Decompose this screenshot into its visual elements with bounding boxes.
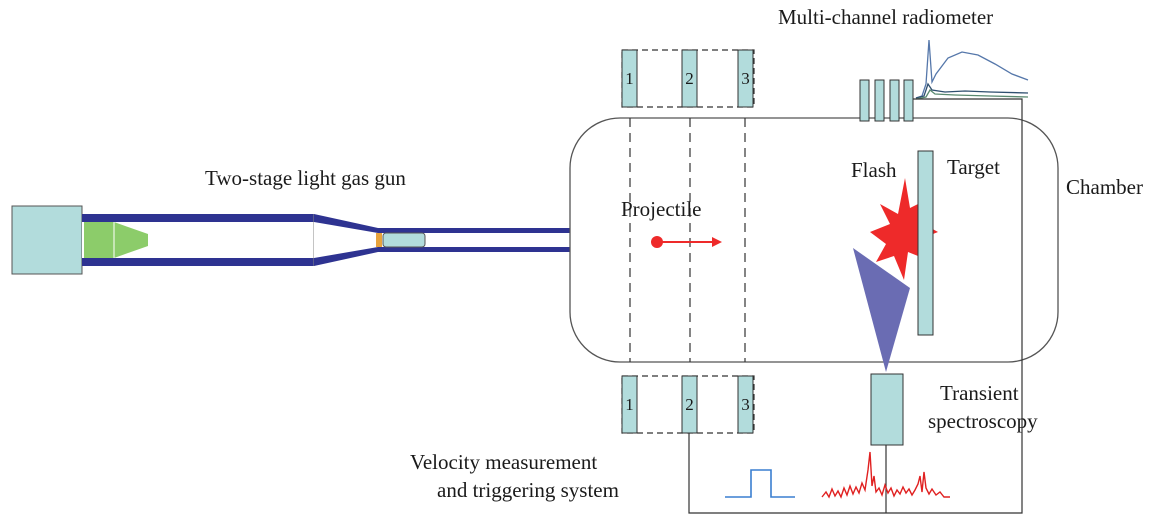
signal-wiring: [688, 98, 1023, 514]
trigger-pulse-signal: [725, 469, 795, 498]
gate-bottom-1-label: 1: [625, 395, 634, 414]
gate-top-2: [681, 49, 698, 108]
velocity-label-line1: Velocity measurement: [410, 450, 597, 474]
transient-label-line1: Transient: [940, 381, 1019, 405]
debris-cone: [853, 248, 910, 372]
radiometer-signal-traces: [915, 39, 1029, 100]
piston: [84, 222, 148, 258]
light-gas-gun: [11, 205, 570, 275]
gate-top-3: [737, 49, 754, 108]
velocity-gates-top: 1 2 3: [621, 49, 755, 108]
gate-bottom-1: [621, 375, 638, 434]
gate-top-2-label: 2: [685, 69, 694, 88]
chamber-label: Chamber: [1066, 175, 1143, 199]
transient-label-line2: spectroscopy: [928, 409, 1038, 433]
velocity-gate-lines: [629, 118, 746, 362]
gate-top-1-label: 1: [625, 69, 634, 88]
gate-bottom-2-label: 2: [685, 395, 694, 414]
gate-top-1: [621, 49, 638, 108]
radiometer-probes: [859, 79, 914, 122]
pump-tube-top-wall: [82, 214, 314, 222]
target-chamber: [569, 117, 1059, 363]
projectile-icon: [651, 236, 722, 248]
pump-tube-bottom-wall: [82, 258, 314, 266]
flash-label: Flash: [851, 158, 897, 182]
gun-breech-block: [11, 205, 83, 275]
velocity-label-line2: and triggering system: [437, 478, 619, 502]
radiometer-label: Multi-channel radiometer: [778, 5, 993, 29]
gate-top-3-label: 3: [741, 69, 750, 88]
projectile-label: Projectile: [621, 197, 701, 221]
spectrometer-box: [870, 373, 904, 446]
rupture-diaphragm: [376, 233, 382, 247]
gate-bottom-3-label: 3: [741, 395, 750, 414]
sabot: [382, 232, 426, 248]
spectrum-signal: [821, 451, 950, 499]
velocity-gates-bottom: 1 2 3: [621, 375, 755, 434]
target-plate: [917, 150, 934, 336]
target-label: Target: [947, 155, 1000, 179]
gun-label: Two-stage light gas gun: [205, 166, 406, 190]
gate-bottom-3: [737, 375, 754, 434]
